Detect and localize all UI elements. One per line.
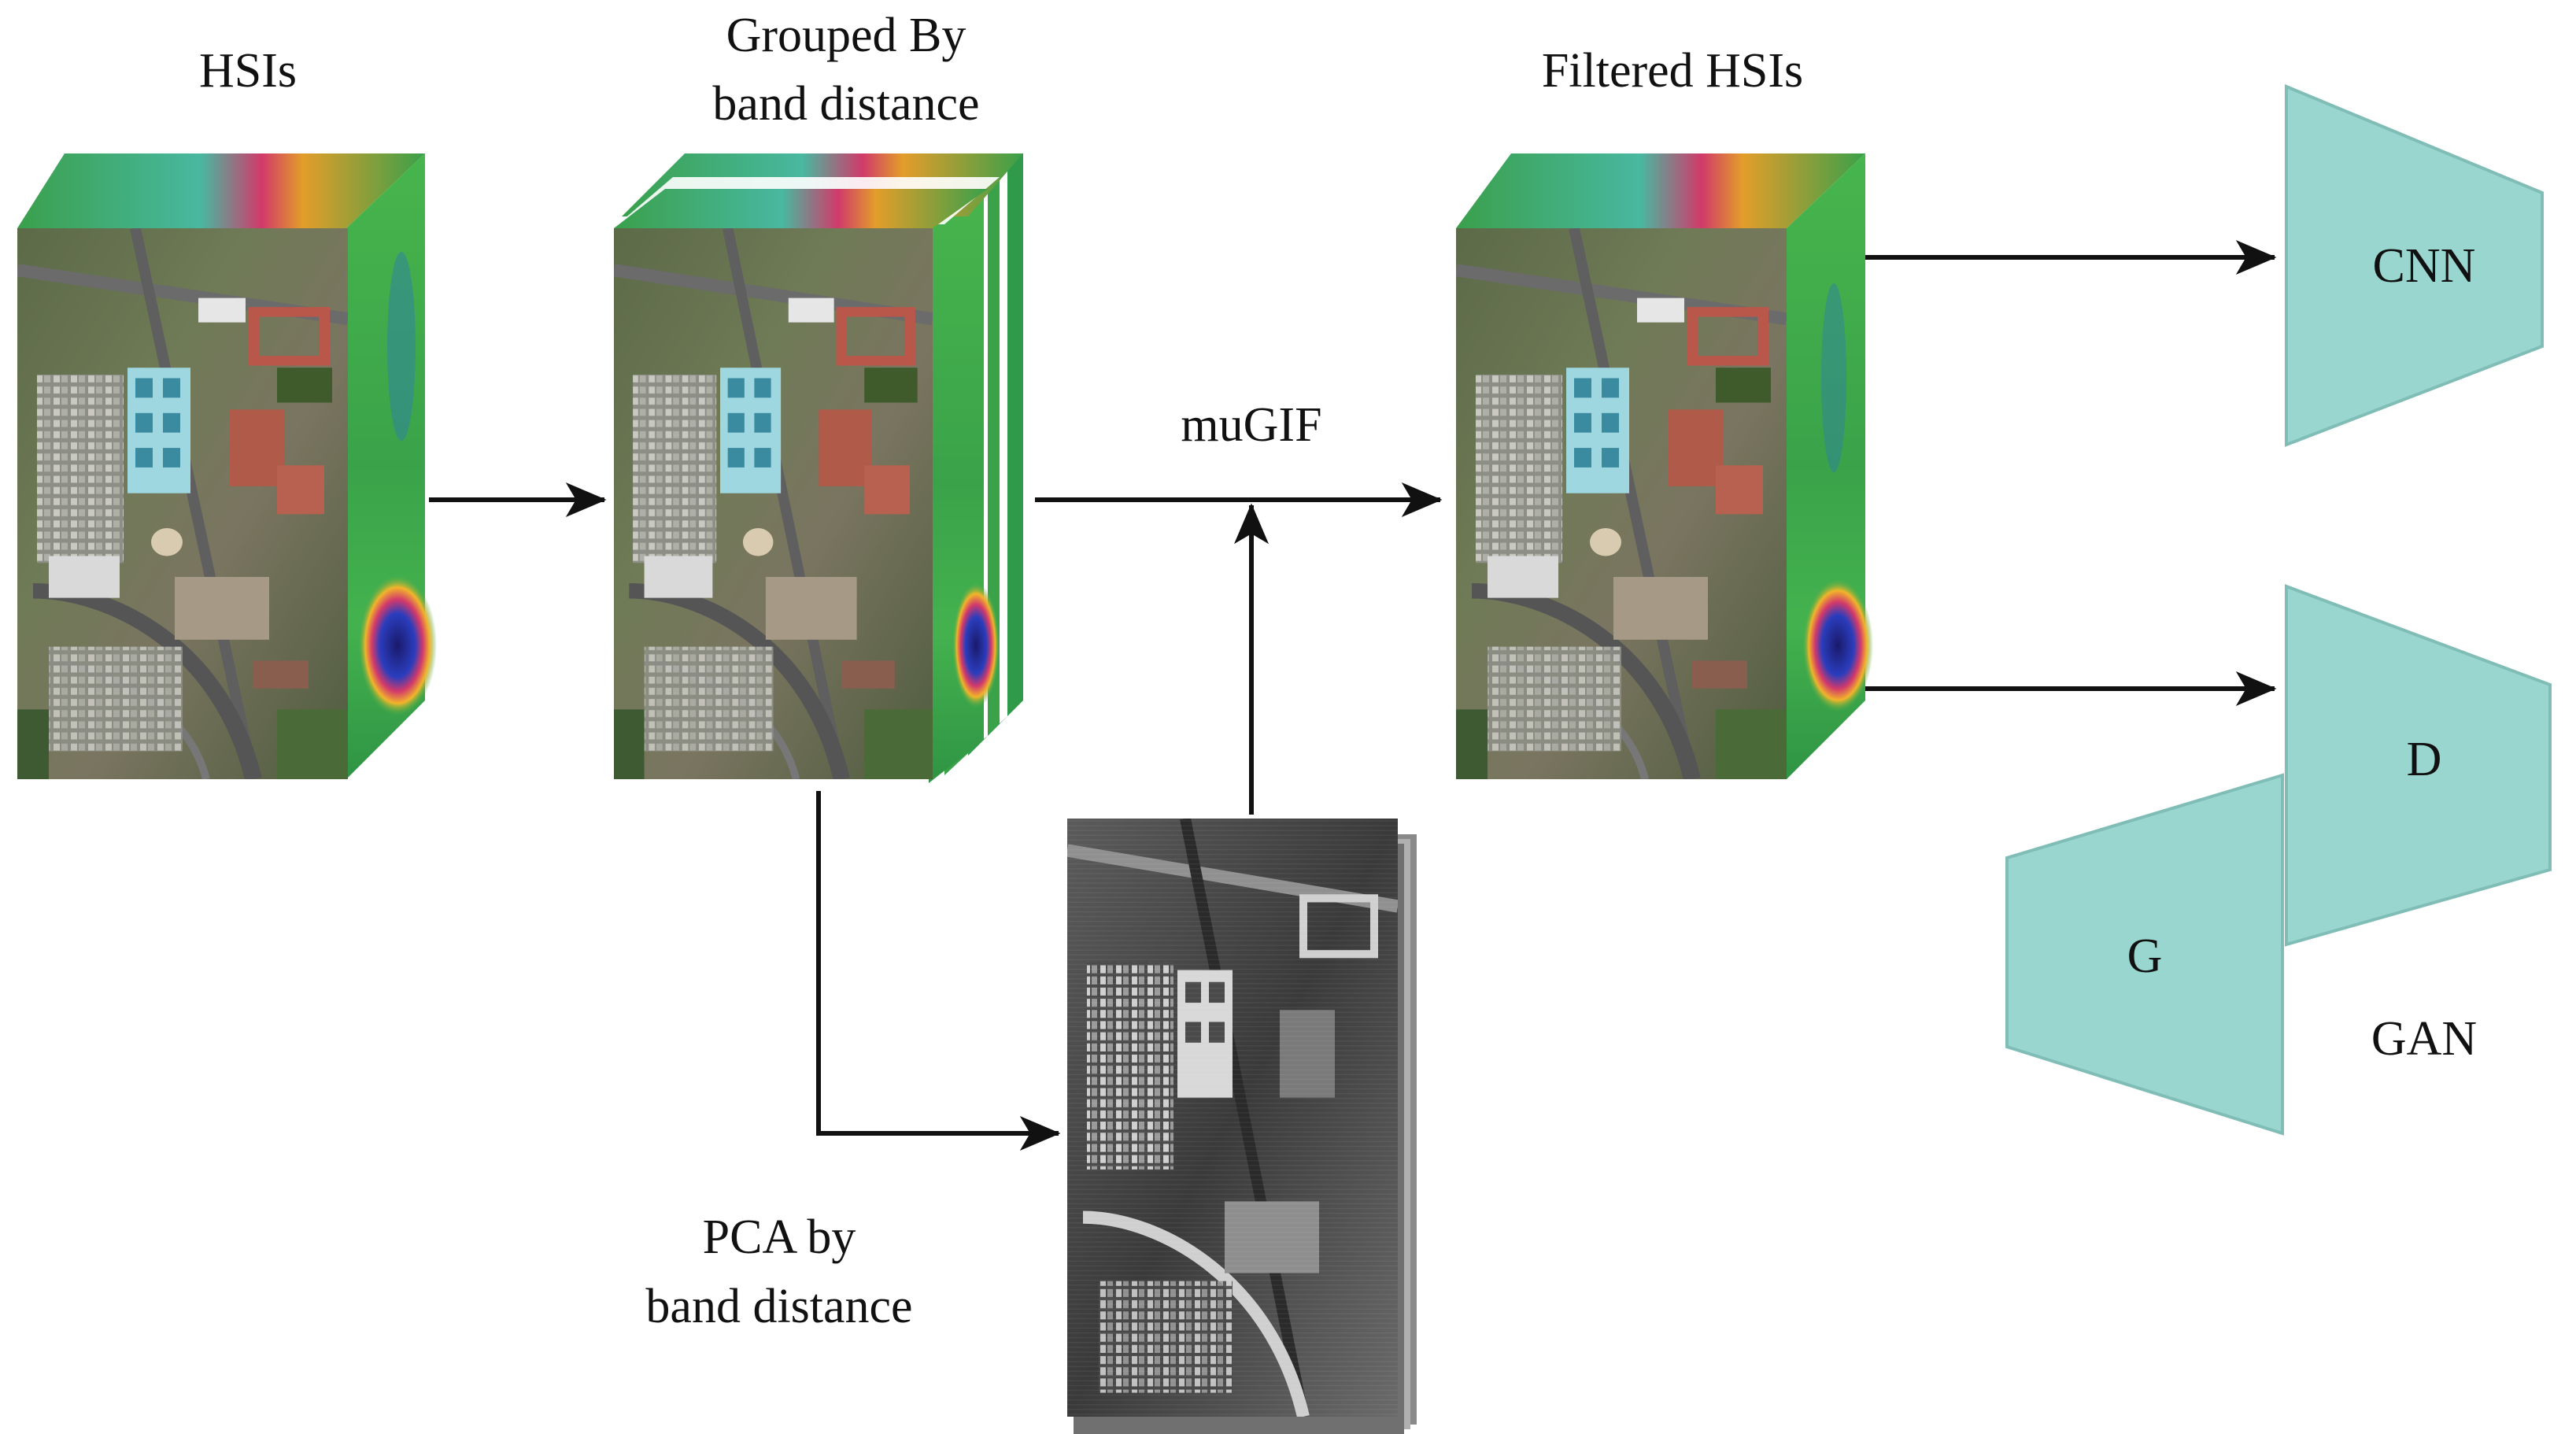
hsis-label: HSIs xyxy=(199,44,297,98)
pca-guidance-image-icon xyxy=(1067,819,1417,1434)
cnn-network-shape xyxy=(2285,84,2544,447)
grouped-hsi-stack-icon xyxy=(614,153,1023,783)
arrow-grouped-to-pca xyxy=(816,791,1061,1151)
gan-label: GAN xyxy=(2371,1012,2477,1066)
grouped-label-line2: band distance xyxy=(712,77,979,131)
filtered-label: Filtered HSIs xyxy=(1542,44,1803,98)
discriminator-network-shape xyxy=(2285,584,2552,947)
mugif-label: muGIF xyxy=(1181,398,1321,452)
grouped-label-line1: Grouped By xyxy=(726,9,966,62)
generator-network-shape xyxy=(2005,773,2284,1136)
cnn-label: CNN xyxy=(2373,239,2476,293)
pca-label-line2: band distance xyxy=(645,1280,912,1333)
hsi-cube-icon xyxy=(17,153,437,779)
g-label: G xyxy=(2127,930,2163,983)
pca-label-line1: PCA by xyxy=(703,1210,856,1264)
filtered-hsi-cube-icon xyxy=(1456,153,1873,779)
d-label: D xyxy=(2407,733,2442,786)
